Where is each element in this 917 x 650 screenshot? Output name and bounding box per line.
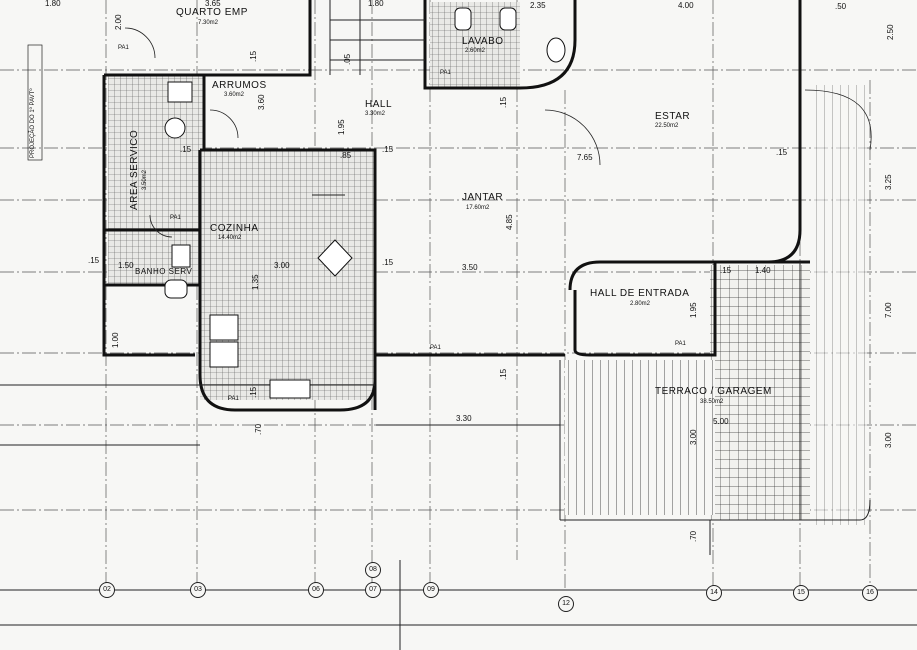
dim-label: .05 bbox=[343, 53, 352, 65]
grid-axis-bubble: 14 bbox=[706, 585, 722, 601]
dim-label: 1.50 bbox=[118, 261, 134, 270]
room-cozinha-area: 14.40m2 bbox=[218, 235, 242, 241]
window-tag: PA1 bbox=[228, 396, 239, 402]
room-lavabo: LAVABO bbox=[462, 36, 504, 47]
dim-label: 2.35 bbox=[530, 1, 546, 10]
dim-label: 3.00 bbox=[274, 261, 290, 270]
grid-axis-bubble: 15 bbox=[793, 585, 809, 601]
fixtures bbox=[164, 7, 566, 399]
grid-axis-bubble: 09 bbox=[423, 582, 439, 598]
dim-label: 1.35 bbox=[251, 274, 260, 290]
room-quarto-emp-area: 7.30m2 bbox=[198, 20, 219, 26]
window-tag: PA1 bbox=[118, 45, 129, 51]
dim-label: 3.65 bbox=[205, 0, 221, 8]
grid-axis-bubble: 03 bbox=[190, 582, 206, 598]
dim-label: .70 bbox=[254, 423, 263, 435]
dim-label: 1.80 bbox=[368, 0, 384, 8]
room-arrumos-area: 3.60m2 bbox=[224, 92, 245, 98]
dim-label: 2.50 bbox=[886, 24, 895, 40]
room-arrumos: ARRUMOS bbox=[212, 80, 267, 91]
dim-label: .15 bbox=[382, 145, 394, 154]
window-tag: PA1 bbox=[170, 215, 181, 221]
dim-label: .15 bbox=[776, 148, 788, 157]
dim-label: 2.00 bbox=[114, 14, 123, 30]
room-quarto-emp: QUARTO EMP bbox=[176, 7, 248, 18]
dim-label: 3.30 bbox=[456, 414, 472, 423]
dim-label: 3.25 bbox=[884, 174, 893, 190]
room-hall-entrada: HALL DE ENTRADA bbox=[590, 288, 690, 299]
dim-label: 3.00 bbox=[884, 432, 893, 448]
grid-axis-bubble: 08 bbox=[365, 562, 381, 578]
room-hall: HALL bbox=[365, 99, 393, 110]
dim-label: 3.60 bbox=[257, 94, 266, 110]
dim-label: 1.95 bbox=[689, 302, 698, 318]
room-estar-area: 22.50m2 bbox=[655, 123, 679, 129]
window-tag: PA1 bbox=[675, 341, 686, 347]
dim-label: 5.00 bbox=[713, 417, 729, 426]
dim-label: 7.65 bbox=[577, 153, 593, 162]
projection-box bbox=[27, 44, 43, 161]
dim-label: 3.00 bbox=[689, 429, 698, 445]
dim-label: 1.95 bbox=[337, 119, 346, 135]
dim-label: 1.00 bbox=[111, 332, 120, 348]
window-tag: PA1 bbox=[430, 345, 441, 351]
room-jantar-area: 17.60m2 bbox=[466, 205, 490, 211]
room-hall-area: 3.30m2 bbox=[365, 111, 386, 117]
dim-label: .15 bbox=[499, 96, 508, 108]
dim-label: .15 bbox=[88, 256, 100, 265]
terrace-tiles bbox=[710, 265, 810, 520]
dim-label: 4.85 bbox=[505, 214, 514, 230]
projection-note: PROJEÇÃO DO 1º PAVTº bbox=[30, 88, 36, 158]
room-area-servico-area: 3.50m2 bbox=[142, 169, 148, 190]
garage-hatch bbox=[565, 360, 715, 515]
room-cozinha: COZINHA bbox=[210, 223, 259, 234]
room-banho-serv: BANHO SERV bbox=[135, 267, 193, 276]
dim-label: .15 bbox=[499, 368, 508, 380]
room-terraco-garagem: TERRACO / GARAGEM bbox=[655, 386, 772, 397]
grid-axis-bubble: 12 bbox=[558, 596, 574, 612]
room-jantar: JANTAR bbox=[462, 192, 504, 203]
room-lavabo-area: 2.60m2 bbox=[465, 48, 486, 54]
room-hall-entrada-area: 2.80m2 bbox=[630, 301, 651, 307]
grid-axis-bubble: 16 bbox=[862, 585, 878, 601]
dim-label: .50 bbox=[835, 2, 847, 11]
dim-label: .15 bbox=[249, 386, 258, 398]
dim-label: .15 bbox=[382, 258, 394, 267]
room-estar: ESTAR bbox=[655, 111, 691, 122]
room-area-servico: AREA SERVICO bbox=[129, 129, 140, 210]
dim-label: 7.00 bbox=[884, 302, 893, 318]
side-hatch bbox=[812, 85, 867, 525]
grid-axis-bubble: 02 bbox=[99, 582, 115, 598]
walls bbox=[102, 0, 810, 412]
dim-label: .15 bbox=[720, 266, 732, 275]
room-terraco-garagem-area: 38.50m2 bbox=[700, 399, 724, 405]
window-tag: PA1 bbox=[440, 70, 451, 76]
dim-label: .15 bbox=[249, 50, 258, 62]
dim-label: .85 bbox=[340, 151, 352, 160]
dim-label: 1.40 bbox=[755, 266, 771, 275]
dim-label: 1.80 bbox=[45, 0, 61, 8]
door-swings bbox=[124, 27, 872, 238]
grid-axis-bubble: 06 bbox=[308, 582, 324, 598]
dim-label: 3.50 bbox=[462, 263, 478, 272]
dim-label: .15 bbox=[180, 145, 192, 154]
dim-label: 4.00 bbox=[678, 1, 694, 10]
grid-axis-bubble: 07 bbox=[365, 582, 381, 598]
dim-label: .70 bbox=[689, 530, 698, 542]
